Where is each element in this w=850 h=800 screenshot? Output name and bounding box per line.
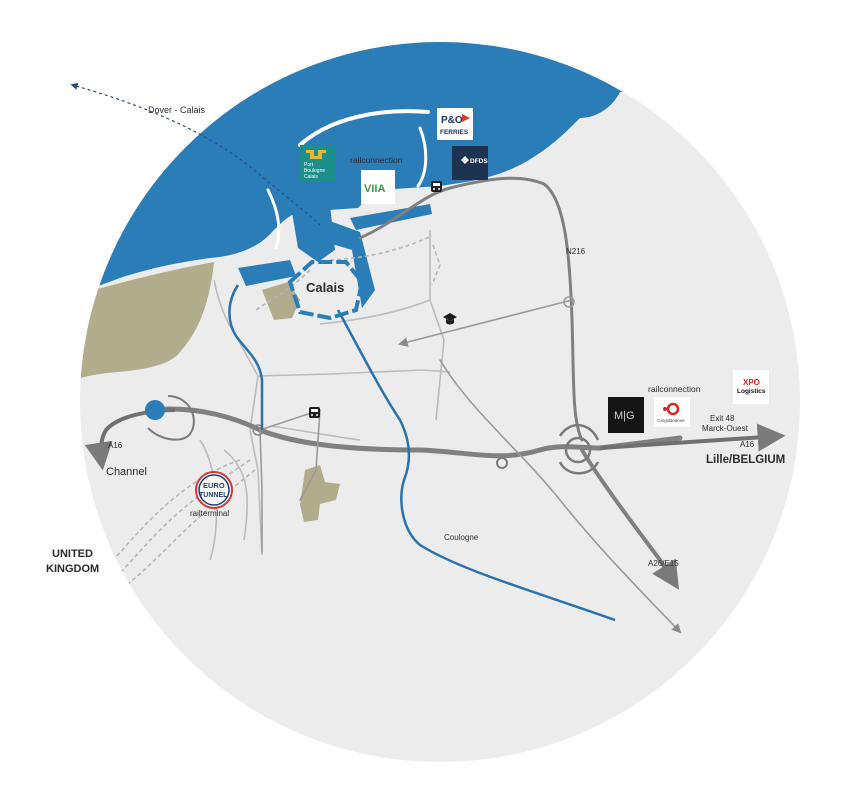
cargobeamer-icon [666,402,680,416]
harbour-basin [238,260,296,286]
green-area [300,465,340,522]
railconnection-top-label: railconnection [350,155,403,165]
xpo-logo-line2: Logistics [737,388,766,395]
canal [228,284,264,430]
train-icon [309,407,320,418]
port-logo-line1: Port [304,162,314,168]
green-area [80,262,214,386]
mg-logo: M|G [608,397,644,433]
ferry-route [70,82,321,226]
graduation-cap-icon [443,313,457,325]
port-logo-line3: Calais [304,174,318,180]
interchange-a16-a26 [558,424,600,475]
cargobeamer-logo: CargoBeamer [654,397,690,427]
kingdom-label: KINGDOM [46,563,99,575]
port-boulogne-calais-logo: Port Boulogne Calais [300,145,336,181]
canal [336,309,616,622]
railconnection-right-label: railconnection [648,384,701,394]
calais-citadel [287,260,365,321]
xpo-logo: XPO Logistics [733,370,769,404]
breakwater [266,188,281,250]
roundabout [563,296,575,308]
roads [147,176,683,634]
exit48-label: Exit 48 [710,414,735,423]
harbour-basin [350,204,432,230]
xpo-logo-line1: XPO [743,378,760,387]
mg-logo-text: M|G [614,410,635,422]
po-logo-line1: P&O [441,115,463,126]
a16-east-arrow [599,423,786,452]
po-flag-icon [462,114,470,122]
green-area [262,282,300,320]
united-label: UNITED [52,548,93,560]
a16-loop [147,395,195,441]
calais-label: Calais [306,280,344,295]
lille-belgium-label: Lille/BELGIUM [706,454,785,466]
marck-ouest-label: Marck-Ouest [702,424,749,433]
a26-e15-label: A26/E15 [648,559,679,568]
roundabout [496,457,508,469]
dfds-logo: DFDS [452,146,488,180]
coulogne-label: Coulogne [444,533,479,542]
port-logo-line2: Boulogne [304,168,325,174]
a16-west-label: A16 [108,441,123,450]
channel-label: Channel [106,466,147,478]
eurotunnel-terminal-marker [145,400,165,420]
viia-logo: VIIA [361,170,395,204]
railterminal-label: railterminal [190,509,229,518]
dfds-diamond-icon [461,156,469,164]
po-ferries-logo: P&O FERRIES [437,108,473,140]
breakwater [298,109,430,147]
train-icon [431,181,442,192]
breakwater [416,126,428,188]
n216-label: N216 [566,247,586,256]
viia-logo-text: VIIA [364,183,385,195]
port-logo-icon [306,150,326,159]
eurotunnel-line1: EURO [203,481,225,490]
dover-calais-label: Dover - Calais [148,105,206,115]
a16-east-label: A16 [740,440,755,449]
eurotunnel-line2: TUNNEL [199,492,228,499]
cargobeamer-logo-text: CargoBeamer [657,418,686,423]
dfds-logo-text: DFDS [470,158,488,165]
po-logo-line2: FERRIES [440,129,469,136]
eurotunnel-logo: EURO TUNNEL [195,471,233,509]
harbour-basin [305,212,375,308]
